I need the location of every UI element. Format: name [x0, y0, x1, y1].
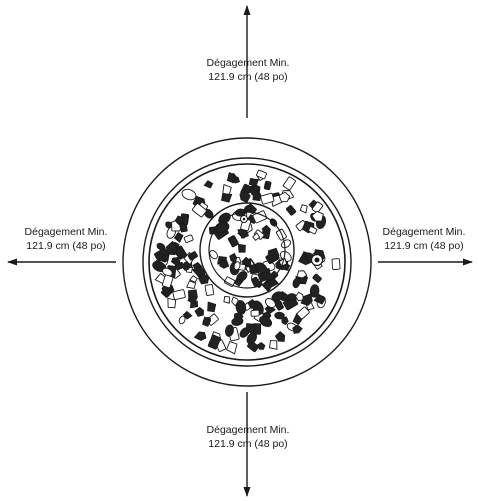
- fire-glass-piece: [189, 275, 198, 283]
- fire-glass-piece: [220, 193, 233, 203]
- fire-glass-piece: [309, 284, 320, 298]
- fire-glass-piece: [229, 252, 238, 264]
- fire-glass-piece: [233, 278, 244, 287]
- fire-glass-piece: [250, 309, 260, 317]
- fire-glass-piece: [226, 171, 237, 184]
- fire-glass-piece: [207, 301, 217, 313]
- fire-glass-piece: [202, 316, 212, 327]
- fire-glass-piece: [274, 311, 285, 320]
- fire-glass-piece: [209, 249, 218, 260]
- fire-glass-piece: [193, 331, 207, 342]
- fire-glass-piece: [260, 192, 275, 205]
- fire-glass-piece: [252, 189, 262, 202]
- fire-glass-piece: [204, 284, 215, 296]
- igniter-icon: [240, 215, 248, 223]
- fire-glass-piece: [182, 310, 193, 320]
- fire-glass-piece: [296, 270, 308, 279]
- fire-glass-piece: [313, 293, 326, 305]
- fire-glass-piece: [259, 315, 273, 328]
- fire-glass-piece: [178, 315, 186, 325]
- fire-glass-piece: [256, 169, 267, 180]
- clearance-distance: 121.9 cm (48 po): [208, 438, 288, 450]
- fire-glass-piece: [248, 178, 260, 187]
- fire-glass-piece: [224, 276, 236, 287]
- clearance-label-left: Dégagement Min. 121.9 cm (48 po): [6, 225, 126, 253]
- fire-glass-piece: [252, 210, 268, 224]
- fire-glass-piece: [161, 274, 174, 289]
- fire-glass-piece: [274, 331, 286, 342]
- fire-glass-piece: [251, 276, 260, 287]
- fire-glass-piece: [269, 340, 278, 350]
- fire-glass-piece: [219, 260, 230, 269]
- fire-glass-piece: [194, 306, 204, 317]
- fire-glass-piece: [267, 247, 280, 262]
- fire-glass-piece: [256, 341, 266, 350]
- burner-ring-outer: [199, 202, 295, 298]
- fire-glass-piece: [271, 291, 284, 302]
- fire-glass-piece: [191, 203, 207, 218]
- fire-glass-piece: [233, 261, 241, 271]
- fire-glass-piece: [247, 299, 259, 310]
- fire-glass-piece: [282, 176, 296, 191]
- fire-glass-piece: [227, 235, 239, 248]
- fire-glass-piece: [225, 324, 234, 337]
- gas-valve-icon: [310, 253, 324, 267]
- fire-glass-piece: [296, 306, 310, 320]
- fire-glass-piece: [235, 300, 247, 315]
- fire-glass-piece: [189, 300, 199, 309]
- clearance-title: Dégagement Min.: [24, 226, 108, 238]
- clearance-distance: 121.9 cm (48 po): [208, 71, 288, 83]
- fire-glass-piece: [331, 258, 341, 270]
- fire-glass-piece: [172, 289, 186, 300]
- fire-glass-piece: [308, 226, 318, 235]
- clearance-title: Dégagement Min.: [206, 424, 290, 436]
- fire-glass-piece: [171, 256, 181, 266]
- fire-glass-piece: [261, 224, 272, 234]
- fire-glass-piece: [174, 215, 185, 225]
- fire-glass-piece: [173, 232, 184, 244]
- clearance-title: Dégagement Min.: [206, 57, 290, 69]
- fire-glass-piece: [292, 277, 301, 289]
- fire-glass-piece: [203, 180, 214, 189]
- fire-glass-piece: [165, 240, 178, 256]
- fire-glass-piece: [299, 204, 308, 214]
- fire-glass-piece: [187, 251, 198, 261]
- fire-glass-piece: [237, 243, 246, 253]
- fire-glass-piece: [239, 189, 251, 204]
- clearance-label-bottom: Dégagement Min. 121.9 cm (48 po): [188, 423, 308, 451]
- fire-glass-piece: [207, 334, 221, 350]
- fire-glass-piece: [292, 324, 303, 334]
- fire-glass-piece: [281, 316, 289, 326]
- clearance-label-top: Dégagement Min. 121.9 cm (48 po): [188, 56, 308, 84]
- fire-glass-pieces: [152, 169, 341, 355]
- fire-glass-piece: [181, 188, 197, 201]
- fire-glass-piece: [225, 341, 238, 355]
- fire-glass-piece: [285, 205, 297, 216]
- fire-glass-piece: [311, 210, 324, 222]
- fire-pit-icon: [122, 137, 372, 387]
- burner-ring-inner: [208, 211, 286, 289]
- fire-glass-piece: [312, 273, 322, 283]
- fire-glass-piece: [254, 262, 268, 274]
- fire-glass-piece: [167, 297, 177, 309]
- fire-glass-piece: [295, 291, 305, 302]
- fire-glass-piece: [278, 191, 291, 203]
- fire-glass-piece: [263, 180, 272, 191]
- fire-glass-piece: [186, 280, 197, 289]
- clearance-distance: 121.9 cm (48 po): [384, 240, 464, 252]
- fire-glass-piece: [311, 201, 324, 214]
- fire-glass-piece: [252, 232, 261, 241]
- clearance-distance: 121.9 cm (48 po): [26, 240, 106, 252]
- fire-glass-piece: [160, 254, 170, 262]
- fire-glass-piece: [245, 323, 256, 335]
- fire-glass-piece: [183, 234, 194, 243]
- clearance-label-right: Dégagement Min. 121.9 cm (48 po): [364, 225, 478, 253]
- clearance-title: Dégagement Min.: [382, 226, 466, 238]
- fire-glass-piece: [274, 300, 284, 311]
- fire-glass-piece: [231, 317, 244, 326]
- fire-glass-piece: [223, 296, 230, 304]
